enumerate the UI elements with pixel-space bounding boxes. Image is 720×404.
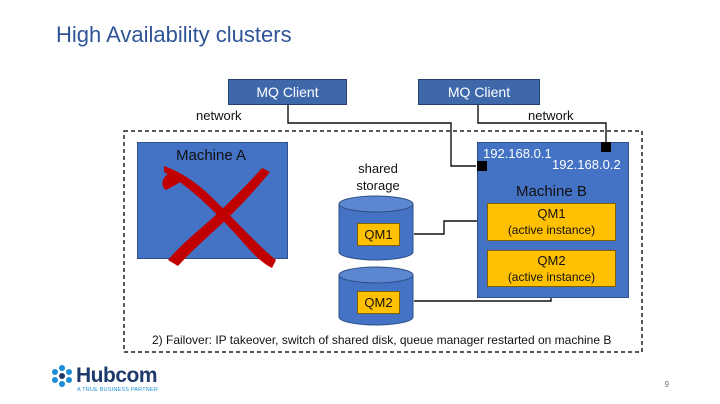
qm1-name: QM1 <box>537 206 566 221</box>
machine-b-label: Machine B <box>516 183 587 200</box>
failover-caption: 2) Failover: IP takeover, switch of shar… <box>152 333 612 347</box>
slide-title: High Availability clusters <box>56 22 292 47</box>
hubcom-logo-icon <box>52 365 72 387</box>
network-line-1 <box>287 103 476 167</box>
shared-storage-label: shared storage <box>346 160 410 194</box>
network-label-1: network <box>196 108 242 123</box>
failure-cross-icon <box>162 166 276 268</box>
ip-port-1-marker <box>477 161 487 171</box>
logo-name: Hubcom <box>76 364 158 387</box>
network-line-2 <box>477 103 607 143</box>
page-number: 9 <box>664 380 669 389</box>
ip-address-2: 192.168.0.2 <box>552 157 621 172</box>
cluster-boundary <box>123 130 643 353</box>
machine-b-qm1: QM1 (active instance) <box>487 203 616 241</box>
mq-client-2: MQ Client <box>418 79 540 105</box>
logo-tagline: A TRUE BUSINESS PARTNER <box>77 387 159 393</box>
mq-client-2-label: MQ Client <box>447 84 511 100</box>
ip-address-1: 192.168.0.1 <box>483 146 552 161</box>
disk-qm2-label: QM2 <box>357 291 400 314</box>
shared-storage-line1: shared <box>358 161 398 176</box>
shared-storage-line2: storage <box>356 178 400 193</box>
network-label-2: network <box>528 108 574 123</box>
qm2-state: (active instance) <box>507 269 596 284</box>
machine-a-label: Machine A <box>176 147 247 164</box>
qm2-name: QM2 <box>537 252 566 268</box>
mq-client-1: MQ Client <box>228 79 347 105</box>
disk-link-qm1 <box>414 220 487 235</box>
machine-b-qm2: QM2 (active instance) <box>487 250 616 287</box>
disk-qm1-label: QM1 <box>357 223 400 246</box>
qm1-state: (active instance) <box>507 223 596 237</box>
mq-client-1-label: MQ Client <box>256 84 319 100</box>
ip-port-2-marker <box>601 142 611 152</box>
